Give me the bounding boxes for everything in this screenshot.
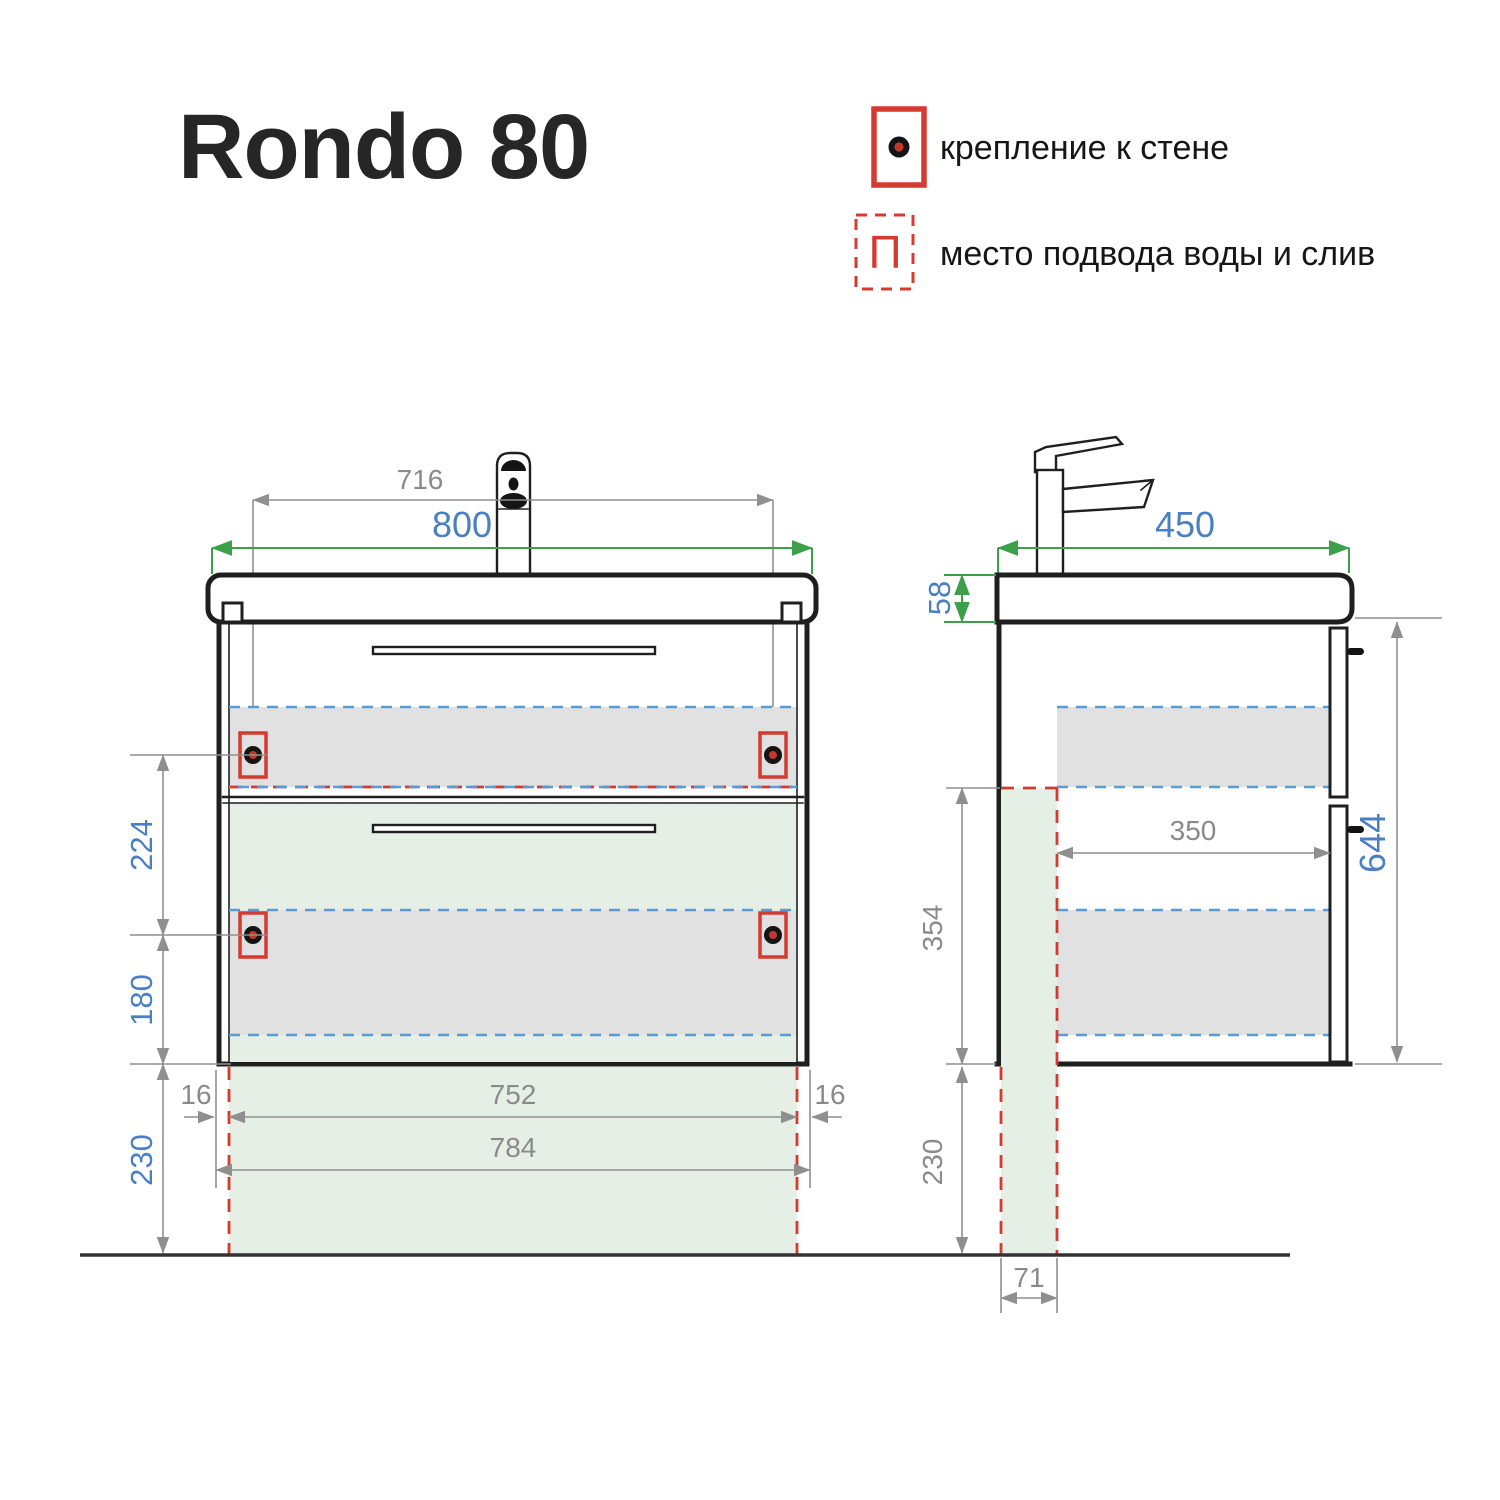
dim-mount-rows-gap: 224	[124, 819, 159, 871]
water-supply-symbol: П	[868, 226, 901, 278]
svg-text:800: 800	[432, 504, 492, 545]
page-title: Rondo 80	[178, 96, 589, 198]
drawer-handle-1	[371, 645, 657, 656]
dim-bottom-to-floor: 230	[124, 1134, 159, 1186]
front-left-dims: 224 180 230	[124, 754, 268, 1254]
dim-left-inset: 16	[180, 1079, 211, 1110]
water-supply-icon	[854, 213, 915, 291]
faucet-side-icon	[1033, 435, 1155, 578]
mount-band-2	[229, 910, 797, 1035]
mount-band-1	[229, 707, 797, 787]
legend-water-supply-label: место подвода воды и слив	[940, 235, 1375, 273]
legend-wall-mount-item: крепление к стене	[871, 106, 1229, 188]
dim-right-inset: 16	[814, 1079, 845, 1110]
cabinet-side	[994, 619, 1364, 1067]
washbasin-side	[994, 572, 1355, 625]
svg-text:58: 58	[922, 581, 957, 615]
dim-cabinet-width: 784	[490, 1132, 537, 1163]
svg-text:644: 644	[1352, 813, 1393, 873]
side-left-dims: 354 230	[917, 787, 1000, 1254]
mount-band-side-2	[1057, 910, 1332, 1035]
svg-text:450: 450	[1155, 504, 1215, 545]
legend-water-supply-item: П место подвода воды и слив	[854, 213, 1375, 291]
mount-bracket	[758, 731, 788, 779]
basin-hook-right	[780, 601, 803, 624]
dim-side-bottom-to-floor: 230	[917, 1139, 948, 1186]
legend: крепление к стене П место подвода воды и…	[854, 106, 1375, 291]
cabinet-front	[216, 619, 810, 1067]
drawer-front-side-2	[1328, 804, 1349, 1064]
dim-basin-height: 58	[922, 574, 996, 623]
drawer-handle-side-2	[1347, 826, 1364, 833]
water-zone-side	[999, 786, 1059, 1255]
front-view: 716 800	[124, 451, 846, 1255]
water-zone-below-front	[227, 1067, 799, 1255]
mount-band-side-1	[1057, 707, 1332, 787]
dim-supply-zone-height: 354	[917, 905, 948, 952]
dim-clear-depth: 350	[1056, 815, 1331, 860]
dim-depth: 450	[997, 504, 1350, 573]
drawer-handle-2	[371, 823, 657, 834]
dim-mount-to-bottom: 180	[124, 974, 159, 1026]
front-bottom-dims: 16 752 16 784	[180, 1070, 846, 1188]
svg-text:716: 716	[397, 464, 444, 495]
drawer-front-side-1	[1328, 626, 1349, 799]
dim-interior-width: 752	[490, 1079, 537, 1110]
legend-wall-mount-label: крепление к стене	[940, 129, 1229, 167]
svg-text:350: 350	[1170, 815, 1217, 846]
dim-supply-zone-depth: 71	[1000, 1258, 1058, 1313]
drawer-handle-side-1	[1347, 648, 1364, 655]
svg-text:71: 71	[1013, 1262, 1044, 1293]
dim-cabinet-height: 644	[1352, 617, 1442, 1065]
side-view: 450 58	[917, 435, 1442, 1313]
mount-bracket	[758, 911, 788, 959]
basin-hook-left	[221, 601, 244, 624]
wall-mount-icon	[871, 106, 927, 188]
dim-total-width: 800	[211, 504, 813, 574]
washbasin-front	[205, 572, 819, 625]
